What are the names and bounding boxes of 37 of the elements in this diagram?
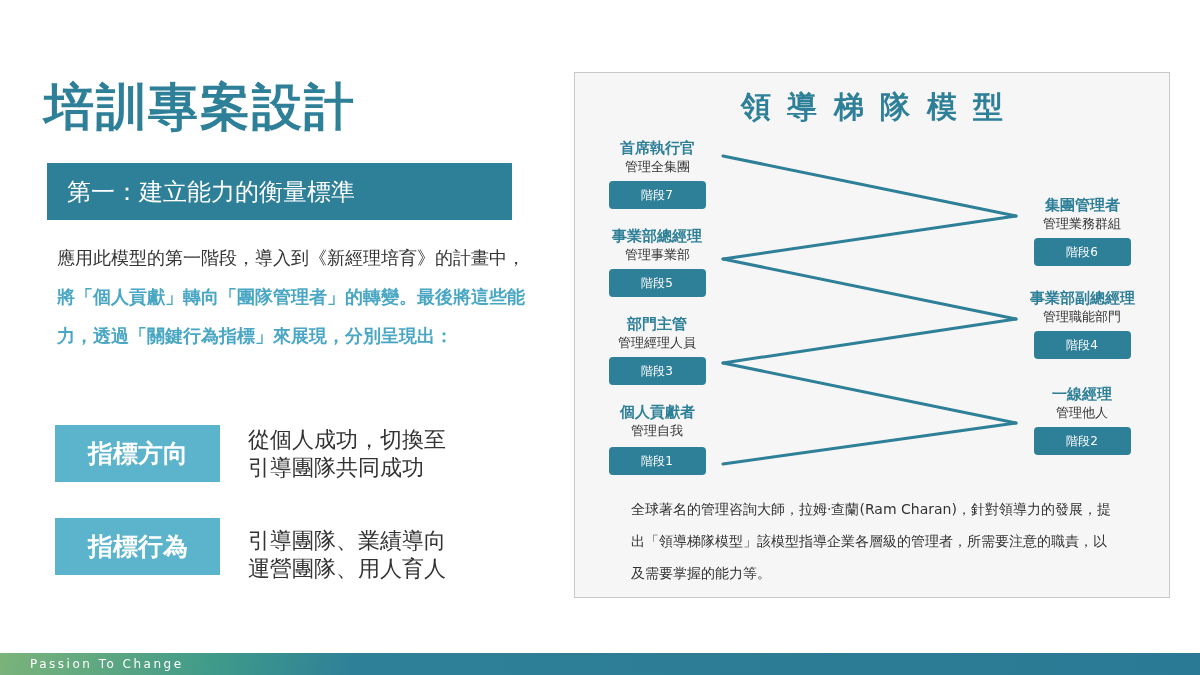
model-panel [574, 72, 1170, 598]
role-duty: 管理全集團 [624, 158, 690, 176]
role-title: 部門主管 [627, 315, 687, 334]
ladder-line [721, 361, 1018, 425]
indicator-description: 從個人成功，切換至引導團隊共同成功 [248, 426, 447, 482]
indicator-description: 引導團隊、業績導向運營團隊、用人育人 [248, 527, 447, 583]
stage-badge: 階段6 [1033, 238, 1131, 266]
role-title: 首席執行官 [619, 139, 695, 158]
role-duty: 管理經理人員 [618, 334, 696, 352]
role-duty: 管理職能部門 [1043, 308, 1121, 326]
stage-badge: 階段5 [608, 269, 706, 297]
indicator-tag: 指標行為 [55, 518, 220, 575]
stage-badge: 階段2 [1033, 427, 1131, 455]
role-title: 集團管理者 [1044, 196, 1120, 215]
stage-badge: 階段4 [1033, 331, 1131, 359]
role-duty: 管理他人 [1056, 404, 1108, 422]
role-title: 個人貢獻者 [619, 403, 695, 422]
section-heading-bar: 第一：建立能力的衡量標準 [47, 163, 512, 220]
role-title: 事業部總經理 [612, 227, 702, 246]
role-duty: 管理自我 [631, 422, 683, 440]
ladder-line [721, 257, 1018, 321]
role-title: 事業部副總經理 [1029, 289, 1135, 308]
ladder-line [721, 154, 1018, 218]
panel-description: 全球著名的管理咨詢大師，拉姆·查蘭(Ram Charan)，針對領導力的發展，提出「領導梯隊模型」該模型指導企業各層級的管理者，所需要注意的職責，以及需要掌握的能力等。 [631, 500, 1111, 583]
stage-badge: 階段1 [608, 447, 706, 475]
page-title: 培訓專案設計 [44, 77, 356, 138]
ladder-line [721, 317, 1018, 365]
role-duty: 管理業務群組 [1043, 215, 1121, 233]
footer-slogan: Passion To Change [30, 657, 184, 671]
indicator-tag: 指標方向 [55, 425, 220, 482]
panel-title: 領導梯隊模型 [739, 88, 1021, 126]
stage-badge: 階段7 [608, 181, 706, 209]
ladder-line [721, 214, 1018, 261]
intro-paragraph: 應用此模型的第一階段，導入到《新經理培育》的計畫中，將「個人貢獻」轉向「團隊管理者」的轉變。最後將這些能力，透過「關鍵行為指標」來展現，分別呈現出： [57, 246, 526, 348]
stage-badge: 階段3 [608, 357, 706, 385]
role-duty: 管理事業部 [624, 246, 690, 264]
role-title: 一線經理 [1052, 385, 1112, 404]
